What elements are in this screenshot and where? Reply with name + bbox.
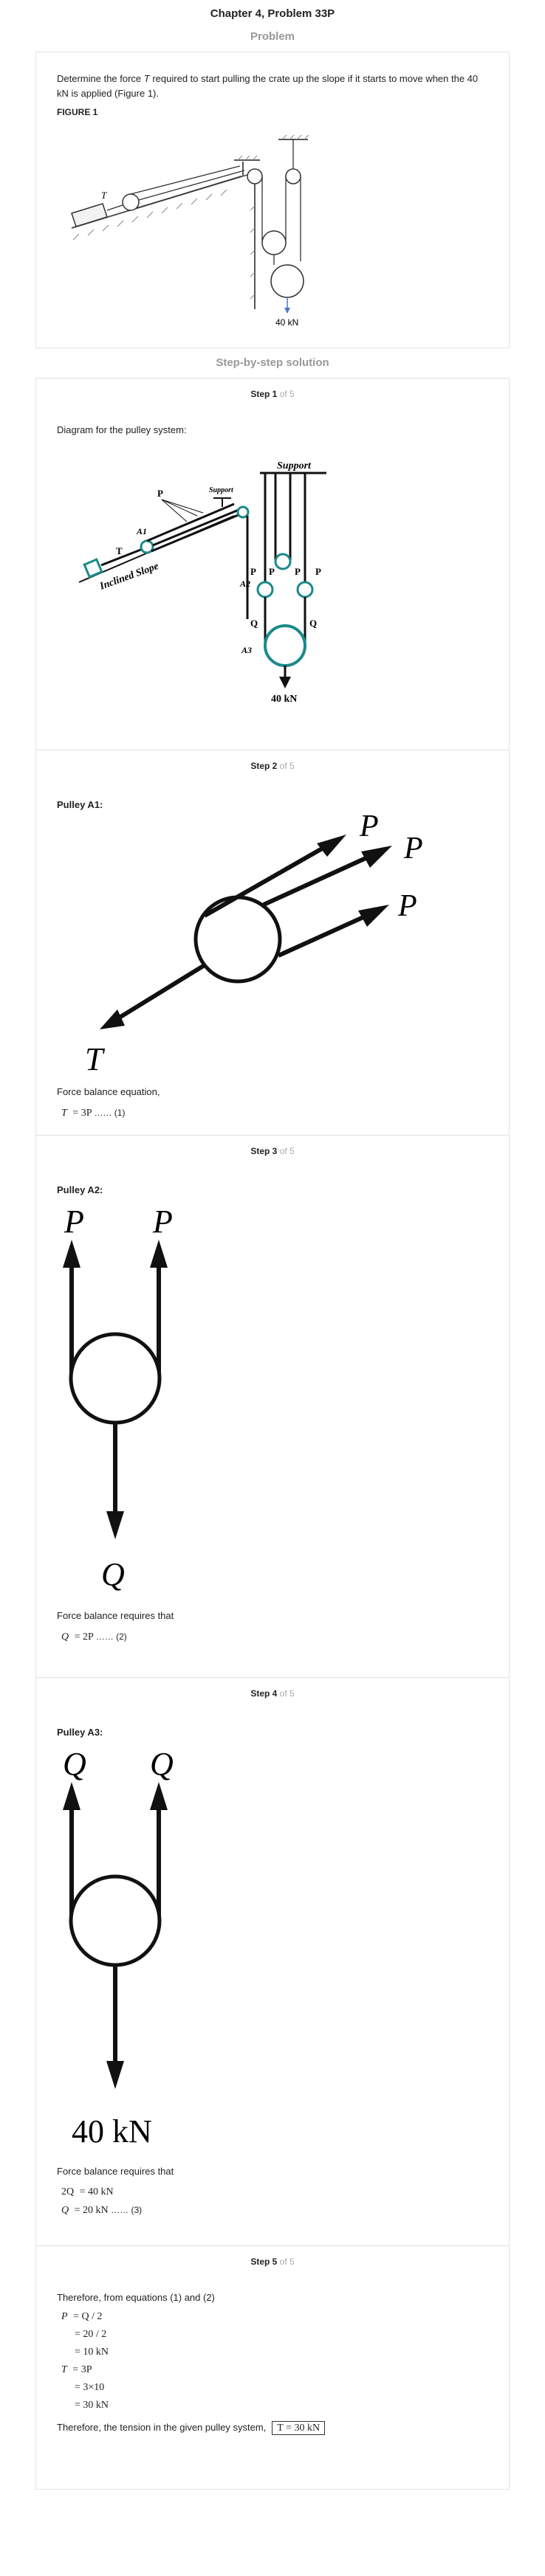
step-5-intro: Therefore, from equations (1) and (2) <box>57 2292 215 2303</box>
p-label-5: P <box>315 566 321 577</box>
small-support-label: Support <box>209 486 234 494</box>
step-2-title: Step 2 of 5 <box>250 761 295 771</box>
pulley-a2-fbd: P P Q <box>63 1204 173 1592</box>
p-up-label-1: P <box>64 1204 84 1240</box>
problem-text: Determine the force T required to start … <box>57 73 479 99</box>
slope-label: Inclined Slope <box>97 561 160 593</box>
step-3-card: Step 3 of 5 Pulley A2: P P Q Force balan… <box>35 1136 510 1678</box>
figure-load-label: 40 kN <box>275 317 298 328</box>
conclusion: Therefore, the tension in the given pull… <box>57 2420 488 2436</box>
solution-heading: Step-by-step solution <box>216 356 329 369</box>
step-1-title: Step 1 of 5 <box>250 389 295 399</box>
equation-3a: 2Q = 40 kN <box>61 2186 114 2197</box>
pulley-a3-fbd: Q Q 40 kN <box>63 1746 174 2149</box>
q-up-label-1: Q <box>63 1746 86 1782</box>
load-force-label: 40 kN <box>72 2113 152 2149</box>
figure-label: FIGURE 1 <box>57 107 98 117</box>
step-4-heading: Pulley A3: <box>57 1727 103 1738</box>
q-label-1: Q <box>250 618 258 629</box>
p-label-2: P <box>250 566 256 577</box>
result-eq-4: T = 3P <box>61 2364 92 2375</box>
equation-3b: Q = 20 kN …… (3) <box>61 2205 143 2216</box>
a2-label: A2 <box>239 579 250 589</box>
step-1-intro: Diagram for the pulley system: <box>57 424 187 435</box>
p-force-label-1: P <box>359 810 379 843</box>
result-eq-5: = 3×10 <box>75 2382 105 2393</box>
t-force-label: T <box>85 1041 106 1077</box>
pulley-system-diagram: Inclined Slope T A1 P Support <box>78 460 326 705</box>
problem-figure: T <box>71 134 309 328</box>
step-3-title: Step 3 of 5 <box>250 1146 295 1156</box>
step-2-desc: Force balance equation, <box>57 1086 160 1097</box>
t-label: T <box>116 545 123 556</box>
equation-1: T = 3P …… (1) <box>61 1108 126 1119</box>
q-up-label-2: Q <box>150 1746 174 1782</box>
solution-page: Chapter 4, Problem 33P Problem Determine… <box>35 7 510 2490</box>
figure-t-label: T <box>101 190 107 201</box>
load-label: 40 kN <box>271 694 297 705</box>
chapter-title: Chapter 4, Problem 33P <box>210 7 335 20</box>
a3-label: A3 <box>241 645 252 655</box>
step-2-card: Step 2 of 5 Pulley A1: P P P T Force bal… <box>35 750 510 1136</box>
step-2-heading: Pulley A1: <box>57 799 103 810</box>
p-force-label-2: P <box>403 832 423 866</box>
p-label: P <box>157 488 163 499</box>
step-5-title: Step 5 of 5 <box>250 2256 295 2267</box>
support-label: Support <box>277 460 312 472</box>
step-3-heading: Pulley A2: <box>57 1184 103 1195</box>
step-1-card: Step 1 of 5 Diagram for the pulley syste… <box>35 378 510 750</box>
step-4-desc: Force balance requires that <box>57 2166 174 2177</box>
pulley-a1-fbd: P P P T <box>85 810 423 1077</box>
p-force-label-3: P <box>397 889 417 923</box>
problem-card: Determine the force T required to start … <box>35 52 510 348</box>
result-eq-3: = 10 kN <box>75 2347 109 2358</box>
step-5-card: Step 5 of 5 Therefore, from equations (1… <box>35 2246 510 2490</box>
q-label-2: Q <box>309 618 317 629</box>
step-3-desc: Force balance requires that <box>57 1610 174 1621</box>
a1-label: A1 <box>136 526 147 536</box>
p-label-4: P <box>295 566 301 577</box>
step-4-title: Step 4 of 5 <box>250 1688 295 1699</box>
equation-2: Q = 2P …… (2) <box>61 1631 127 1643</box>
p-label-3: P <box>269 566 275 577</box>
result-eq-1: P = Q / 2 <box>61 2311 103 2322</box>
p-up-label-2: P <box>152 1204 173 1240</box>
result-eq-6: = 30 kN <box>75 2400 109 2411</box>
problem-heading: Problem <box>250 30 295 43</box>
q-down-label: Q <box>101 1556 125 1592</box>
final-answer: T = 30 kN <box>272 2421 326 2435</box>
step-4-card: Step 4 of 5 Pulley A3: Q Q 40 kN Force b… <box>35 1678 510 2246</box>
result-eq-2: = 20 / 2 <box>75 2329 107 2340</box>
